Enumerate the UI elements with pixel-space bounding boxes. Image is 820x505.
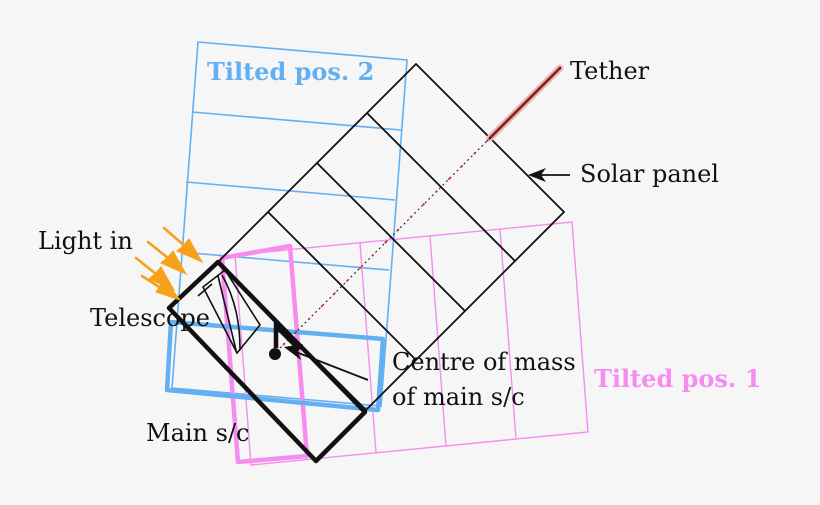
tilted-pos-2-panel [171, 41, 408, 407]
light-arrows [134, 226, 204, 301]
tether-label: Tether [570, 57, 650, 85]
tilted-pos-1-label: Tilted pos. 1 [594, 364, 761, 393]
telescope [197, 268, 261, 355]
solar-panel-label: Solar panel [580, 160, 719, 188]
centre-of-mass-label-line1: Centre of mass [392, 348, 576, 376]
tilted-pos-2-label: Tilted pos. 2 [207, 57, 374, 86]
tilted-pos-2-body [164, 319, 386, 413]
centre-of-mass-pointer [284, 344, 369, 381]
telescope-label: Telescope [90, 304, 210, 332]
main-sc-body [166, 259, 368, 464]
tether [279, 64, 564, 349]
centre-of-mass-label-line2: of main s/c [392, 383, 525, 411]
main-sc-label: Main s/c [146, 419, 250, 447]
centre-of-mass-marker [269, 320, 300, 360]
light-in-label: Light in [38, 227, 133, 255]
solar-panel-pointer [528, 168, 570, 182]
